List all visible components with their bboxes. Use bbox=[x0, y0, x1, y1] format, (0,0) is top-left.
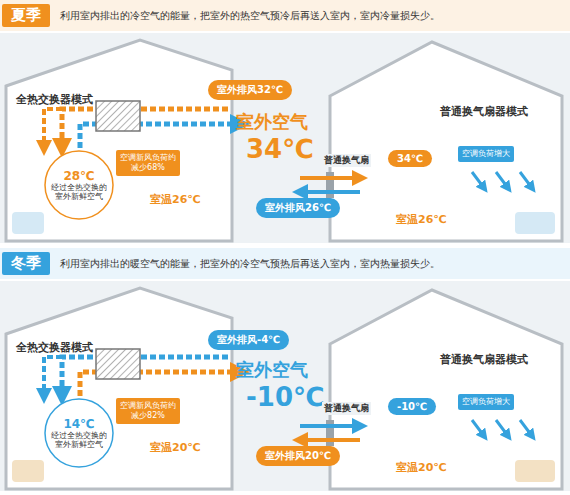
outdoor-air-label: 室外空气 bbox=[236, 110, 308, 134]
room-temperature: 室温26℃ bbox=[150, 192, 201, 207]
node-text: 空调新风负荷约减少68% bbox=[120, 153, 176, 173]
node-text: 空调负荷增大 bbox=[462, 397, 510, 407]
room-temperature: 室温20℃ bbox=[150, 440, 201, 455]
node-text: 室外排风20℃ bbox=[265, 449, 331, 463]
node-text: 夏季 bbox=[11, 6, 41, 25]
temperature-bubble: 室外排风32℃ bbox=[208, 80, 292, 100]
node-text: 利用室内排出的冷空气的能量，把室外的热空气预冷后再送入室内，室内冷量损失少。 bbox=[60, 9, 562, 23]
fresh-air-circle: 28℃经过全热交换的室外新鲜空气 bbox=[44, 150, 114, 220]
outdoor-temperature: -10℃ bbox=[246, 382, 324, 412]
node-text: 利用室内排出的暖空气的能量，把室外的冷空气预热后再送入室内，室内热量损失少。 bbox=[60, 257, 562, 271]
temperature-bubble: 室外排风20℃ bbox=[256, 446, 340, 466]
node-text: 室外排风-4℃ bbox=[217, 333, 280, 347]
outdoor-air-label: 室外空气 bbox=[236, 358, 308, 382]
temperature-text: 28℃ bbox=[50, 169, 108, 183]
fan-label: 普通换气扇 bbox=[322, 402, 371, 415]
room-temperature: 室温26℃ bbox=[396, 212, 447, 227]
temperature-bubble: -10℃ bbox=[388, 398, 436, 415]
caption-text: 经过全热交换的室外新鲜空气 bbox=[50, 183, 108, 201]
season-tag: 冬季 bbox=[2, 252, 50, 275]
info-box: 空调新风负荷约减少82% bbox=[116, 398, 180, 424]
panel-art bbox=[0, 248, 570, 491]
description-band: 利用室内排出的暖空气的能量，把室外的冷空气预热后再送入室内，室内热量损失少。 bbox=[58, 256, 564, 272]
caption-text: 经过全热交换的室外新鲜空气 bbox=[50, 431, 108, 449]
temperature-text: 14℃ bbox=[50, 417, 108, 431]
node-text: 室外排风32℃ bbox=[217, 83, 283, 97]
room-temperature: 室温20℃ bbox=[396, 460, 447, 475]
info-box: 空调负荷增大 bbox=[458, 394, 514, 410]
temperature-bubble: 34℃ bbox=[388, 150, 432, 167]
outdoor-temperature: 34℃ bbox=[246, 134, 314, 164]
node-text: -10℃ bbox=[397, 401, 427, 412]
mode-title: 全热交换器模式 bbox=[16, 92, 93, 107]
fan-label: 普通换气扇 bbox=[322, 154, 371, 167]
temperature-bubble: 室外排风26℃ bbox=[256, 198, 340, 218]
mode-title: 全热交换器模式 bbox=[16, 340, 93, 355]
season-tag: 夏季 bbox=[2, 4, 50, 27]
node-text: 34℃ bbox=[397, 153, 423, 164]
info-box: 空调新风负荷约减少68% bbox=[116, 150, 180, 176]
mode-title: 普通换气扇器模式 bbox=[440, 104, 528, 119]
fresh-air-circle: 14℃经过全热交换的室外新鲜空气 bbox=[44, 398, 114, 468]
node-text: 室外排风26℃ bbox=[265, 201, 331, 215]
mode-title: 普通换气扇器模式 bbox=[440, 352, 528, 367]
info-box: 空调负荷增大 bbox=[458, 146, 514, 162]
temperature-bubble: 室外排风-4℃ bbox=[208, 330, 289, 350]
description-band: 利用室内排出的冷空气的能量，把室外的热空气预冷后再送入室内，室内冷量损失少。 bbox=[58, 8, 564, 24]
node-text: 空调负荷增大 bbox=[462, 149, 510, 159]
panel-art bbox=[0, 0, 570, 243]
node-text: 冬季 bbox=[11, 254, 41, 273]
node-text: 空调新风负荷约减少82% bbox=[120, 401, 176, 421]
